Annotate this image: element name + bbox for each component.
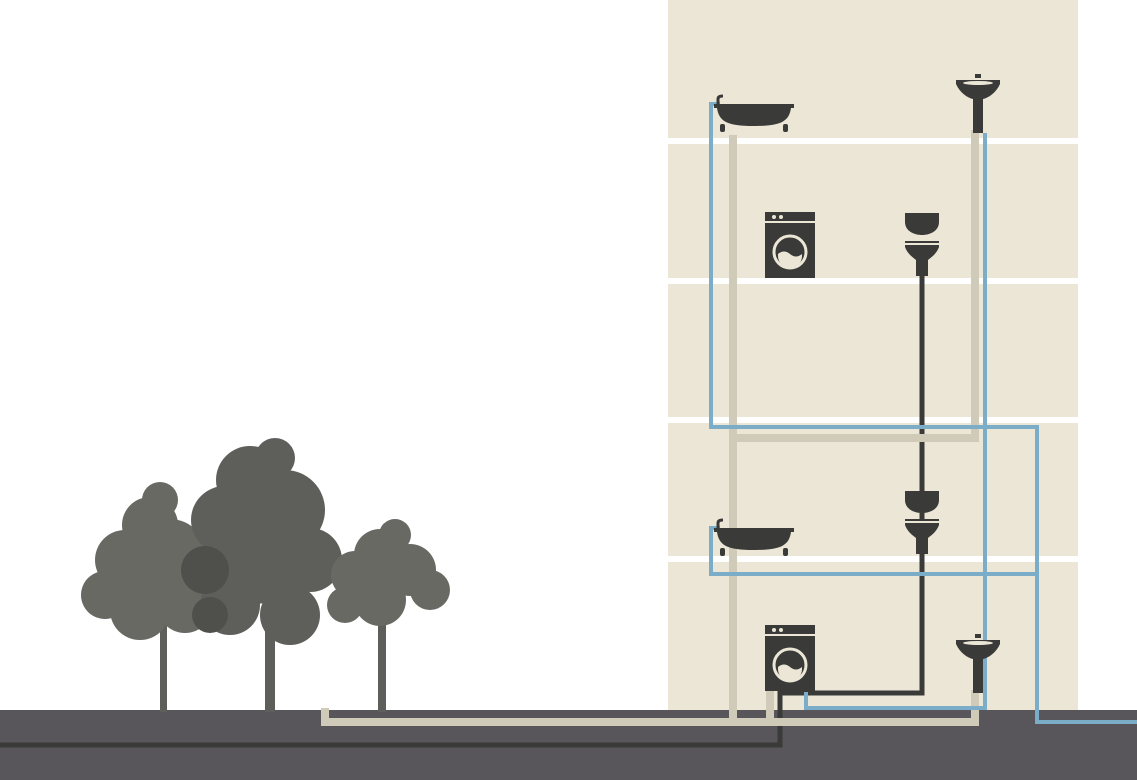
washing-machine-icon	[765, 212, 815, 278]
bathtub-icon	[714, 94, 794, 132]
toilet-icon	[905, 491, 939, 554]
sink-icon	[956, 634, 1000, 693]
tree-right	[327, 519, 450, 712]
floor-divider	[668, 417, 1078, 423]
sink-icon	[956, 74, 1000, 133]
fixtures	[714, 74, 1000, 693]
bathtub-icon	[714, 518, 794, 556]
grey-water-pipe	[733, 130, 979, 442]
floor-divider	[668, 138, 1078, 144]
toilet-icon	[905, 213, 939, 276]
supply-pipe	[709, 102, 1137, 724]
floor-divider	[668, 278, 1078, 284]
supply-pipe	[804, 133, 987, 710]
floor-divider	[668, 556, 1078, 562]
washing-machine-icon	[765, 625, 815, 691]
tree-center	[181, 438, 342, 712]
trees	[81, 438, 450, 712]
